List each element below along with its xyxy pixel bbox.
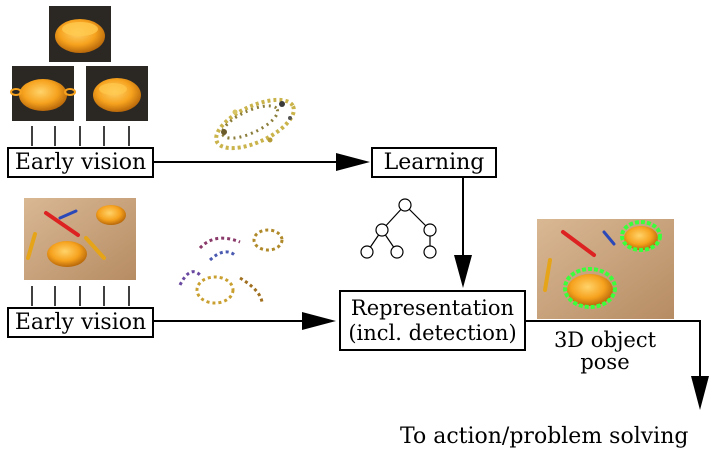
learning-label: Learning [383,149,485,175]
arrow-to-learning [153,153,370,171]
early-vision-box-top: Early vision [7,147,154,178]
pose-label: 3D object pose [540,329,670,373]
early-vision-box-bottom: Early vision [7,307,154,338]
scene-image-result [537,219,674,319]
learning-box: Learning [371,147,497,178]
representation-box: Representation (incl. detection) [339,290,526,351]
bottom-connector-lines [31,286,130,306]
scene-image-input [24,198,136,280]
pot-image-left [10,66,76,121]
pose-label-line1: 3D object [553,328,657,352]
point-cloud-top [214,97,296,151]
point-cloud-bottom [178,228,284,305]
top-connector-lines [31,126,130,146]
arrow-learning-to-representation [454,175,472,288]
representation-label-line1: Representation [350,296,515,321]
action-label-text: To action/problem solving [400,424,689,449]
action-label: To action/problem solving [400,425,718,448]
pot-image-top [49,6,111,62]
arrow-to-representation [153,312,336,330]
pot-image-right [86,66,148,121]
arrow-to-action [525,320,709,410]
pose-label-line2: pose [580,350,630,375]
hierarchy-tree-icon [360,198,437,259]
early-vision-top-label: Early vision [14,149,147,175]
early-vision-bottom-label: Early vision [14,309,147,335]
representation-label-line2: (incl. detection) [348,320,517,345]
